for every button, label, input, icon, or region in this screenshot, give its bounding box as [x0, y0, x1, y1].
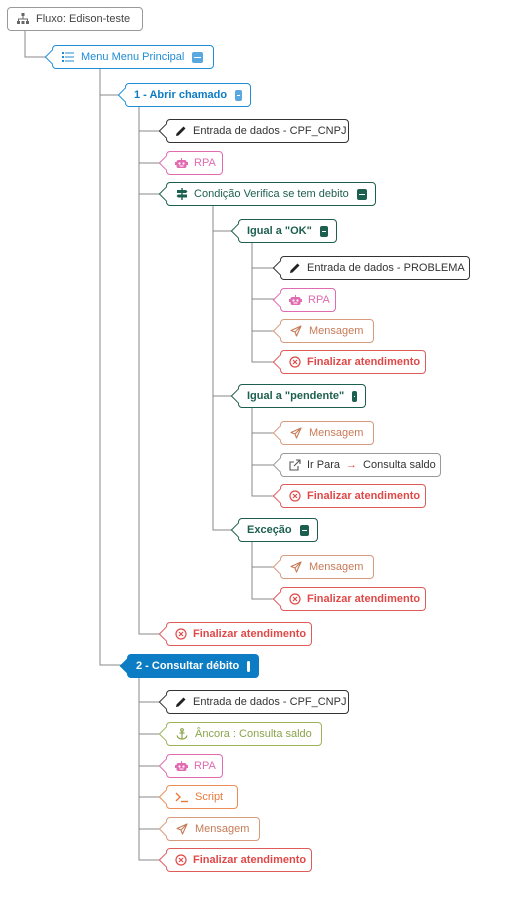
pending-goto-label: Ir Para: [307, 459, 341, 471]
n1-finish-node[interactable]: Finalizar atendimento: [166, 622, 312, 646]
robot-icon: [175, 156, 188, 170]
exception-finish-node[interactable]: Finalizar atendimento: [280, 587, 426, 611]
ok-rpa-node[interactable]: RPA: [280, 288, 336, 312]
ok-input-node[interactable]: Entrada de dados - PROBLEMA: [280, 256, 470, 280]
list-icon: [61, 50, 75, 64]
n2-input-label: Entrada de dados - CPF_CNPJ: [193, 696, 347, 708]
menu-node[interactable]: Menu Menu Principal: [52, 45, 214, 69]
condition-node[interactable]: Condição Verifica se tem debito: [166, 182, 376, 206]
robot-icon: [289, 293, 302, 307]
n2-script-label: Script: [195, 791, 224, 803]
paper-plane-icon: [175, 822, 189, 836]
option-2-node[interactable]: 2 - Consultar débito: [127, 654, 259, 678]
close-circle-icon: [175, 853, 187, 867]
menu-label: Menu Menu Principal: [81, 51, 185, 63]
n2-finish-node[interactable]: Finalizar atendimento: [166, 848, 312, 872]
pencil-icon: [289, 261, 301, 275]
pending-goto-target: Consulta saldo: [363, 459, 436, 471]
case-exception-node[interactable]: Exceção: [238, 518, 318, 542]
collapse-toggle-icon[interactable]: [247, 660, 250, 672]
close-circle-icon: [289, 592, 301, 606]
collapse-toggle-icon[interactable]: [192, 51, 204, 63]
option-2-label: 2 - Consultar débito: [136, 660, 240, 672]
pending-message-label: Mensagem: [309, 427, 364, 439]
option-1-node[interactable]: 1 - Abrir chamado: [125, 83, 251, 107]
case-pending-node[interactable]: Igual a "pendente": [238, 384, 366, 408]
n2-input-node[interactable]: Entrada de dados - CPF_CNPJ: [166, 690, 349, 714]
pending-goto-node[interactable]: Ir Para → Consulta saldo: [280, 453, 441, 477]
close-circle-icon: [289, 489, 301, 503]
n2-rpa-node[interactable]: RPA: [166, 754, 223, 778]
flow-root-label: Fluxo: Edison-teste: [36, 13, 131, 25]
arrow-right-icon: →: [346, 459, 358, 471]
n1-finish-label: Finalizar atendimento: [193, 628, 307, 640]
n2-rpa-label: RPA: [194, 760, 216, 772]
ok-rpa-label: RPA: [308, 294, 330, 306]
pencil-icon: [175, 695, 187, 709]
condition-label: Condição Verifica se tem debito: [194, 188, 349, 200]
case-pending-label: Igual a "pendente": [247, 390, 345, 402]
signpost-icon: [175, 187, 188, 201]
case-ok-label: Igual a "OK": [247, 225, 312, 237]
collapse-toggle-icon[interactable]: [352, 390, 357, 402]
paper-plane-icon: [289, 560, 303, 574]
pending-finish-label: Finalizar atendimento: [307, 490, 421, 502]
collapse-toggle-icon[interactable]: [299, 524, 309, 536]
case-exception-label: Exceção: [247, 524, 292, 536]
robot-icon: [175, 759, 188, 773]
exception-message-label: Mensagem: [309, 561, 364, 573]
external-link-icon: [289, 458, 301, 472]
n2-anchor-node[interactable]: Âncora : Consulta saldo: [166, 722, 322, 746]
n1-input-node[interactable]: Entrada de dados - CPF_CNPJ: [166, 119, 349, 143]
ok-finish-node[interactable]: Finalizar atendimento: [280, 350, 426, 374]
sitemap-icon: [16, 12, 30, 26]
paper-plane-icon: [289, 426, 303, 440]
close-circle-icon: [289, 355, 301, 369]
ok-message-label: Mensagem: [309, 325, 364, 337]
n2-message-label: Mensagem: [195, 823, 250, 835]
paper-plane-icon: [289, 324, 303, 338]
pending-finish-node[interactable]: Finalizar atendimento: [280, 484, 426, 508]
case-ok-node[interactable]: Igual a "OK": [238, 219, 337, 243]
close-circle-icon: [175, 627, 187, 641]
n2-anchor-label: Âncora : Consulta saldo: [195, 728, 312, 740]
n2-message-node[interactable]: Mensagem: [166, 817, 260, 841]
n2-finish-label: Finalizar atendimento: [193, 854, 307, 866]
exception-finish-label: Finalizar atendimento: [307, 593, 421, 605]
pending-message-node[interactable]: Mensagem: [280, 421, 374, 445]
flow-root-node[interactable]: Fluxo: Edison-teste: [7, 7, 143, 31]
pencil-icon: [175, 124, 187, 138]
ok-message-node[interactable]: Mensagem: [280, 319, 374, 343]
exception-message-node[interactable]: Mensagem: [280, 555, 374, 579]
n2-script-node[interactable]: Script: [166, 785, 238, 809]
collapse-toggle-icon[interactable]: [356, 188, 367, 200]
anchor-icon: [175, 727, 189, 741]
n1-rpa-node[interactable]: RPA: [166, 151, 223, 175]
collapse-toggle-icon[interactable]: [319, 225, 328, 237]
n1-input-label: Entrada de dados - CPF_CNPJ: [193, 125, 347, 137]
terminal-icon: [175, 790, 189, 804]
ok-input-label: Entrada de dados - PROBLEMA: [307, 262, 465, 274]
ok-finish-label: Finalizar atendimento: [307, 356, 421, 368]
n1-rpa-label: RPA: [194, 157, 216, 169]
collapse-toggle-icon[interactable]: [235, 89, 242, 101]
option-1-label: 1 - Abrir chamado: [134, 89, 228, 101]
